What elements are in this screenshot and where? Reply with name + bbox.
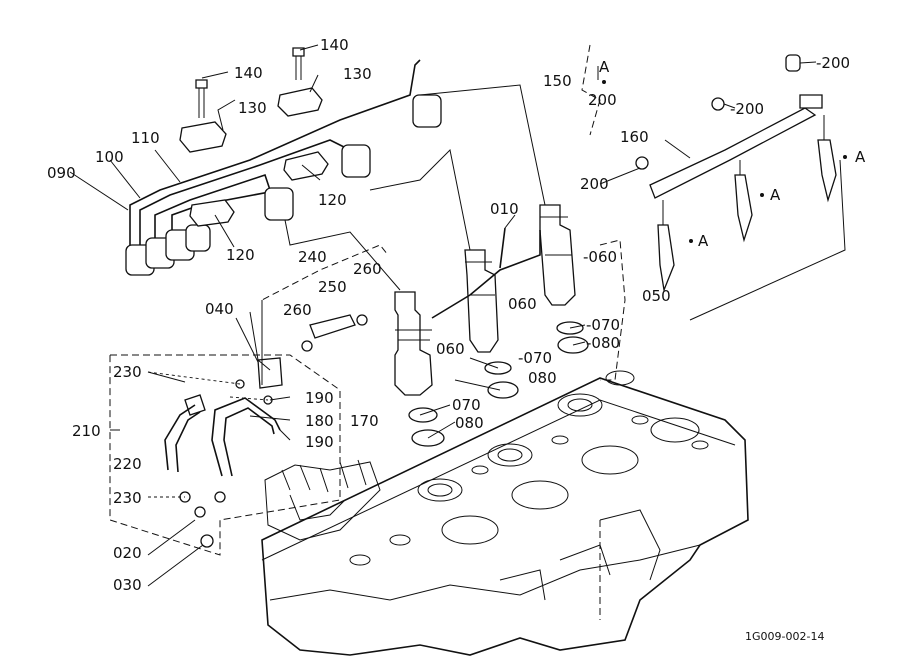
glow-plugs	[635, 54, 837, 293]
callout-200: -200	[816, 54, 850, 72]
callout-a: A	[855, 148, 866, 166]
callout-240: 240	[298, 248, 327, 266]
injection-pipes	[125, 59, 442, 276]
callout-230: 230	[113, 489, 142, 507]
callout-260: 260	[353, 260, 382, 278]
callout-230: 230	[113, 363, 142, 381]
callout-080: 080	[455, 414, 484, 432]
callout-100: 100	[95, 148, 124, 166]
callout-010: 010	[490, 200, 519, 218]
callout-110: 110	[131, 129, 160, 147]
callout-060: -060	[583, 248, 617, 266]
callout-160: 160	[620, 128, 649, 146]
callout-140: 140	[320, 36, 349, 54]
callout-190: 190	[305, 389, 334, 407]
callout-130: 130	[238, 99, 267, 117]
callout-060: 060	[436, 340, 465, 358]
callout-070: -070	[586, 316, 620, 334]
leader-lines	[69, 44, 846, 620]
pipe-clamps	[179, 47, 329, 227]
figure-code: 1G009-002-14	[745, 630, 824, 643]
callout-190: 190	[305, 433, 334, 451]
callout-200: 200	[580, 175, 609, 193]
callout-a: A	[698, 232, 709, 250]
callout-220: 220	[113, 455, 142, 473]
callout-260: 260	[283, 301, 312, 319]
callout-210: 210	[72, 422, 101, 440]
callout-180: 180	[305, 412, 334, 430]
callout-200: 200	[588, 91, 617, 109]
callout-070: -070	[518, 349, 552, 367]
callout-120: 120	[318, 191, 347, 209]
callout-080: 080	[528, 369, 557, 387]
callout-labels: 140 140 130 130 150 A 200 -200 -200 200 …	[47, 36, 866, 643]
callout-080: -080	[586, 334, 620, 352]
callout-250: 250	[318, 278, 347, 296]
callout-a: A	[599, 58, 610, 76]
callout-170: 170	[350, 412, 379, 430]
callout-040: 040	[205, 300, 234, 318]
callout-140: 140	[234, 64, 263, 82]
callout-030: 030	[113, 576, 142, 594]
callout-070: 070	[452, 396, 481, 414]
callout-150: 150	[543, 72, 572, 90]
cylinder-head	[261, 370, 749, 656]
callout-060: 060	[508, 295, 537, 313]
callout-120: 120	[226, 246, 255, 264]
callout-090: 090	[47, 164, 76, 182]
injection-nozzles	[394, 204, 576, 396]
callout-a: A	[770, 186, 781, 204]
callout-130: 130	[343, 65, 372, 83]
fuel-return-hoses	[164, 314, 368, 548]
callout-050: 050	[642, 287, 671, 305]
callout-020: 020	[113, 544, 142, 562]
callout-200: -200	[730, 100, 764, 118]
